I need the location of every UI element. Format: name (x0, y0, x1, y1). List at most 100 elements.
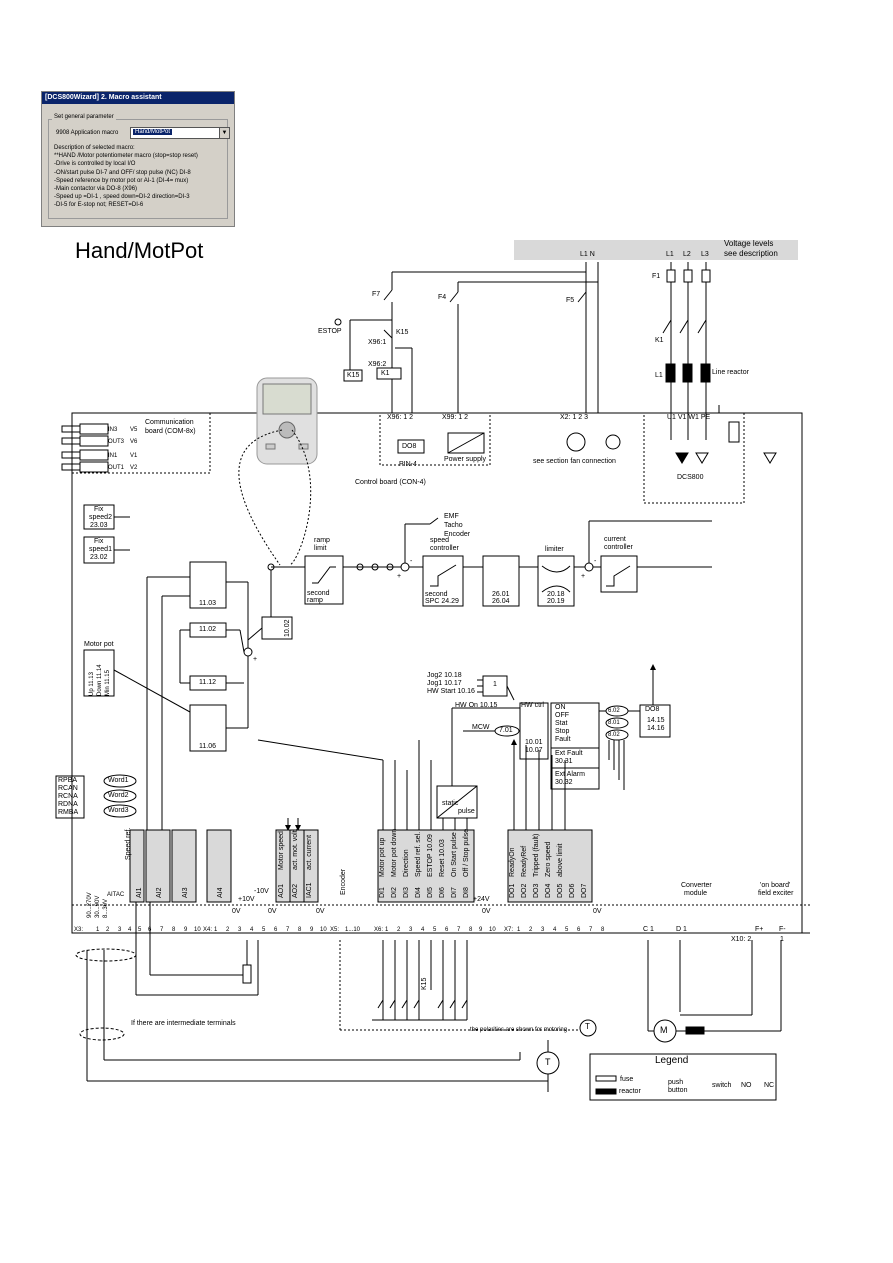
x99-terminal-label: X99: 1 2 (442, 414, 469, 421)
legend-title: Legend (655, 1055, 689, 1066)
di-label: DI6 (439, 887, 446, 898)
motor-pot-param: Up 11.13 (89, 672, 95, 696)
comm-v-label: V2 (130, 465, 138, 471)
legend-reactor: reactor (619, 1088, 641, 1095)
terminal-x5: 1...10 (345, 927, 361, 933)
terminal-x5: X5: (330, 927, 340, 933)
macro-param-label: 9908 Application macro (56, 130, 119, 136)
terminal-x7: 7 (589, 927, 593, 933)
terminal-x4: 5 (262, 927, 266, 933)
desc-title: Description of selected macro: (54, 145, 135, 151)
macro-select-value: Hand/MotPot (133, 129, 173, 135)
comm-board-label: Communication (145, 419, 194, 426)
state-label: Stat (555, 720, 568, 727)
desc-line: -ON/start pulse DI-7 and OFF/ stop pulse… (54, 169, 191, 176)
terminal-x7: 3 (541, 927, 545, 933)
intermediate-note: If there are intermediate terminals (131, 1020, 236, 1027)
di-signal-label: Direction (403, 849, 410, 877)
parameter-group (48, 119, 228, 219)
fieldbus-source-label: RDNA (58, 801, 78, 808)
comm-port-label: OUT3 (108, 439, 125, 445)
voltage-note-line1: Voltage levels (724, 239, 774, 248)
terminal-x7: 6 (577, 927, 581, 933)
sum-plus-label: + (397, 573, 402, 580)
tacho-encoder-symbol: T (585, 1022, 590, 1031)
plus10v-label: +10V (238, 896, 255, 903)
sum-plus-label: + (253, 656, 258, 663)
terminal-x3: X3: (74, 927, 84, 933)
control-panel-keypad (256, 377, 318, 465)
terminal-x7: 2 (529, 927, 533, 933)
dialog-title: [DCS800Wizard] 2. Macro assistant (42, 92, 234, 104)
zero-volt-label: 0V (268, 908, 277, 915)
second-ramp-label: second (307, 590, 330, 597)
l1-n-label: L1 N (580, 251, 595, 258)
desc-line: -Drive is controlled by local I/O (54, 161, 136, 168)
fieldbus-source-label: RCNA (58, 793, 78, 800)
terminal-x7: 8 (601, 927, 605, 933)
encoder-label: Encoder (340, 868, 347, 895)
jog1-label: Jog1 10.17 (427, 680, 462, 687)
terminal-x6: 4 (421, 927, 425, 933)
estop-label: ESTOP (318, 328, 342, 335)
sum-minus-label: - (410, 558, 413, 565)
chevron-down-icon[interactable]: ▼ (219, 128, 229, 138)
terminal-x7: X7: (504, 927, 514, 933)
param-11-02: 11.02 (199, 626, 216, 633)
do-signal-label: ReadyOn (509, 847, 516, 877)
terminal-x7: 1 (517, 927, 521, 933)
terminal-x4: 10 (320, 927, 327, 933)
terminal-x6: 2 (397, 927, 401, 933)
terminal-x6: 3 (409, 927, 413, 933)
ext-fault-label: Ext Fault (555, 750, 583, 757)
io-boxes (129, 829, 593, 903)
field-exciter-label: 'on board' (760, 882, 791, 889)
k15-contact-label: K15 (421, 977, 428, 990)
legend-fuse: fuse (620, 1076, 634, 1083)
fix-speed2-label: speed2 (89, 514, 112, 521)
di-signal-label: On Start pulse (451, 832, 458, 877)
group-label: Set general parameter (52, 114, 116, 120)
comm-v-label: V6 (130, 439, 138, 445)
pin4-label: PIN-4 (399, 461, 417, 468)
legend-switch: switch (712, 1082, 732, 1089)
param-10-01: 10.01 (525, 739, 543, 746)
fuse-f5-label: F5 (566, 297, 575, 304)
di-label: DI1 (379, 887, 386, 898)
ramp-label: ramp (314, 537, 330, 544)
macro-description: Description of selected macro: **HAND /M… (54, 144, 230, 210)
param-26-04: 26.04 (492, 598, 510, 605)
x96-1-label: X96:1 (368, 339, 387, 346)
static-label: static (442, 800, 459, 807)
second-spc-label: second (425, 591, 448, 598)
terminal-x4: 1 (214, 927, 218, 933)
mains-supply (334, 262, 720, 440)
macro-select[interactable]: Hand/MotPot ▼ (130, 127, 230, 139)
terminal-x6: 6 (445, 927, 449, 933)
page-title: Hand/MotPot (75, 238, 204, 263)
comm-v-label: V5 (130, 427, 138, 433)
fix-speed2-label: Fix (94, 506, 104, 513)
selector-11-06: 11.06 (199, 743, 216, 750)
di-signal-label: ESTOP 10.09 (427, 834, 434, 877)
zero-volt-label: 0V (316, 908, 325, 915)
do-label: DO4 (545, 883, 552, 898)
ext-alarm-label: Ext Alarm (555, 771, 585, 778)
param-8-02: 8.02 (608, 732, 620, 738)
or-gate-label: 1 (493, 681, 497, 688)
di-signal-label: Motor pot up (379, 837, 386, 877)
field-exciter-label: field exciter (758, 890, 794, 897)
zero-volt-label: 0V (232, 908, 241, 915)
desc-line: -DI-5 for E-stop not; RESET=DI-6 (54, 202, 144, 209)
terminal-x4: 9 (310, 927, 314, 933)
hw-start-label: HW Start 10.16 (427, 688, 475, 695)
hw-ctrl-label: HW ctrl (521, 702, 544, 709)
terminal-x4: X4: (203, 927, 213, 933)
power-supply-label: Power supply (444, 456, 487, 463)
f-plus-terminal: F+ (755, 926, 764, 933)
feedback-emf: EMF (444, 513, 459, 520)
param-26-01: 26.01 (492, 591, 510, 598)
do-label: DO1 (509, 883, 516, 898)
ai-label: AI3 (182, 887, 189, 898)
